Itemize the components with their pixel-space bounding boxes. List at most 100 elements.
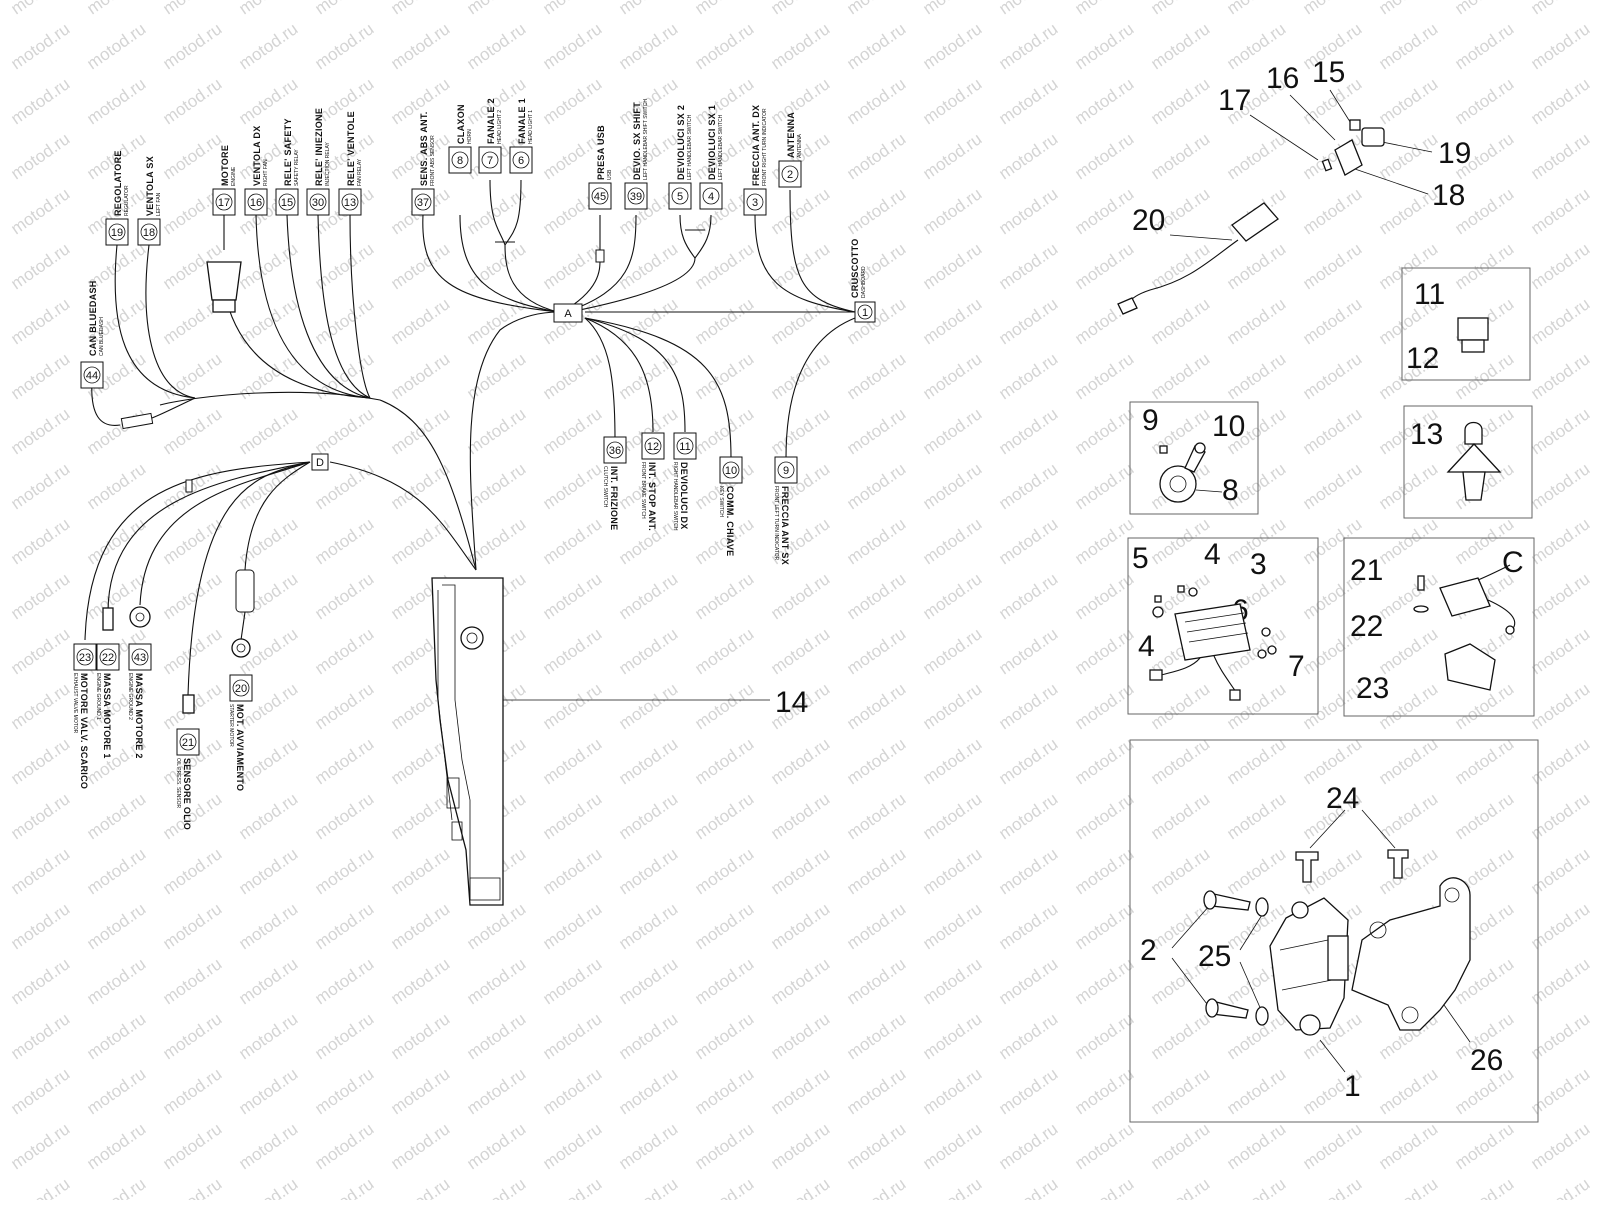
watermark-text: motod.ru [919, 1174, 985, 1200]
watermark-text: motod.ru [311, 1119, 377, 1173]
svg-text:10: 10 [1212, 410, 1245, 443]
parts-regulator-panel: 5 4 3 6 4 7 [1127, 537, 1319, 715]
watermark-text: motod.ru [235, 1119, 301, 1173]
watermark-text: motod.ru [1451, 1174, 1517, 1200]
connector-sublabel: EXHAUST VALVE MOTOR [72, 673, 78, 734]
watermark-text: motod.ru [919, 514, 985, 568]
watermark-text: motod.ru [539, 1174, 605, 1200]
watermark-text: motod.ru [311, 734, 377, 788]
watermark-text: motod.ru [7, 19, 73, 73]
watermark-text: motod.ru [1527, 1064, 1593, 1118]
connector-label: SENS. ABS ANT. [419, 111, 429, 186]
connector-sublabel: SAFETY RELAY [294, 149, 300, 186]
watermark-text: motod.ru [1375, 19, 1441, 73]
watermark-text: motod.ru [1299, 1174, 1365, 1200]
connector-number: 36 [609, 445, 621, 457]
connector-sublabel: REGULATOR [124, 185, 130, 216]
watermark-text: motod.ru [1299, 294, 1365, 348]
connector-sublabel: FRONT RIGHT TURN INDICATOR [762, 108, 768, 186]
watermark-text: motod.ru [463, 404, 529, 458]
watermark-text: motod.ru [919, 74, 985, 128]
watermark-text: motod.ru [1071, 184, 1137, 238]
hub-D: D [311, 453, 329, 471]
hub-dashboard: 1 CRUSCOTTO DASHBOARD [850, 238, 876, 323]
watermark-text: motod.ru [691, 19, 757, 73]
watermark-text: motod.ru [691, 129, 757, 183]
svg-text:3: 3 [1250, 548, 1267, 581]
connector-sublabel: ENGINE [231, 166, 237, 186]
watermark-text: motod.ru [1527, 1174, 1593, 1200]
watermark-text: motod.ru [1527, 459, 1593, 513]
connector-number: 8 [457, 155, 463, 167]
watermark-text: motod.ru [1223, 349, 1289, 403]
watermark-text: motod.ru [387, 1064, 453, 1118]
watermark-text: motod.ru [1527, 1119, 1593, 1173]
watermark-text: motod.ru [539, 844, 605, 898]
watermark-text: motod.ru [7, 624, 73, 678]
watermark-text: motod.ru [919, 1064, 985, 1118]
watermark-text: motod.ru [1071, 129, 1137, 183]
watermark-text: motod.ru [691, 1064, 757, 1118]
watermark-text: motod.ru [767, 184, 833, 238]
watermark-text: motod.ru [159, 569, 225, 623]
connector-number: 2 [787, 169, 793, 181]
connector-sublabel: FAN RELAY [357, 158, 363, 186]
watermark-text: motod.ru [767, 1119, 833, 1173]
svg-text:26: 26 [1470, 1044, 1503, 1077]
watermark-text: motod.ru [995, 1174, 1061, 1200]
watermark-text: motod.ru [1451, 239, 1517, 293]
watermark-text: motod.ru [1223, 734, 1289, 788]
watermark-text: motod.ru [1527, 239, 1593, 293]
watermark-text: motod.ru [311, 1009, 377, 1063]
watermark-text: motod.ru [615, 789, 681, 843]
watermark-text: motod.ru [1147, 74, 1213, 128]
watermark-text: motod.ru [767, 734, 833, 788]
watermark-text: motod.ru [311, 844, 377, 898]
watermark-text: motod.ru [1071, 1174, 1137, 1200]
parts-relay-panel: 11 12 [1401, 267, 1531, 381]
watermark-text: motod.ru [159, 1174, 225, 1200]
watermark-text: motod.ru [1071, 239, 1137, 293]
watermark-text: motod.ru [1071, 679, 1137, 733]
watermark-text: motod.ru [387, 0, 453, 18]
watermark-text: motod.ru [539, 899, 605, 953]
watermark-text: motod.ru [1375, 734, 1441, 788]
watermark-text: motod.ru [843, 1174, 909, 1200]
watermark-text: motod.ru [1375, 1174, 1441, 1200]
watermark-text: motod.ru [463, 239, 529, 293]
watermark-text: motod.ru [1223, 1174, 1289, 1200]
watermark-text: motod.ru [843, 954, 909, 1008]
svg-text:24: 24 [1326, 782, 1359, 815]
watermark-text: motod.ru [767, 74, 833, 128]
connector-number: 37 [417, 197, 429, 209]
watermark-text: motod.ru [311, 624, 377, 678]
watermark-text: motod.ru [235, 1064, 301, 1118]
connector-label: COMM. CHIAVE [725, 486, 735, 556]
watermark-text: motod.ru [1223, 844, 1289, 898]
watermark-text: motod.ru [1375, 1064, 1441, 1118]
connector-label: MOTORE [220, 145, 230, 186]
watermark-text: motod.ru [919, 129, 985, 183]
watermark-text: motod.ru [387, 954, 453, 1008]
watermark-text: motod.ru [843, 569, 909, 623]
watermark-text: motod.ru [691, 1009, 757, 1063]
watermark-text: motod.ru [1071, 0, 1137, 18]
connector-sublabel: ENGINE GROUND 2 [127, 673, 133, 720]
watermark-text: motod.ru [995, 954, 1061, 1008]
svg-text:7: 7 [1288, 650, 1305, 683]
watermark-text: motod.ru [159, 1119, 225, 1173]
watermark-text: motod.ru [919, 844, 985, 898]
watermark-text: motod.ru [539, 404, 605, 458]
watermark-text: motod.ru [235, 1174, 301, 1200]
watermark-text: motod.ru [387, 1119, 453, 1173]
watermark-text: motod.ru [919, 1119, 985, 1173]
watermark-text: motod.ru [387, 294, 453, 348]
watermark-text: motod.ru [1299, 459, 1365, 513]
watermark-text: motod.ru [843, 734, 909, 788]
watermark-text: motod.ru [83, 789, 149, 843]
watermark-text: motod.ru [1071, 514, 1137, 568]
